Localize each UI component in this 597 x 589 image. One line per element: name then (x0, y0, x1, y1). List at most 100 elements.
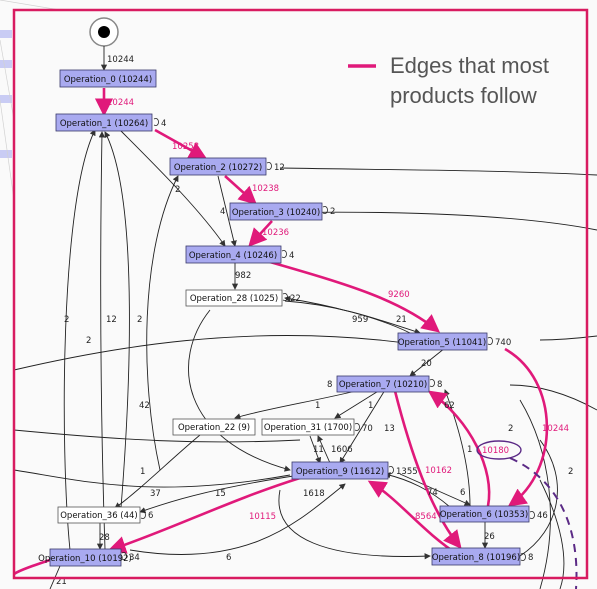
edge-long-right-1 (279, 167, 597, 176)
self-loops (121, 118, 535, 561)
edge-left-long-3 (13, 469, 291, 488)
node-label: Operation_2 (10272) (174, 163, 262, 173)
loop-label: 46 (537, 511, 548, 521)
node-label: Operation_28 (1025) (190, 294, 278, 304)
edge-left-long-1 (13, 335, 421, 371)
edge-label: 10162 (425, 466, 452, 476)
background-thumbnail (0, 0, 61, 201)
edge-label: 12 (106, 315, 117, 325)
edges-highlighted (13, 88, 549, 576)
edge-long-right-3 (539, 335, 597, 341)
node-operation-2[interactable]: Operation_2 (10272) (169, 157, 267, 176)
node-label: Operation_4 (10246) (189, 251, 277, 261)
loop-label: 6 (148, 511, 153, 521)
edge-28-9 (188, 309, 291, 472)
hl-edge-6-7 (427, 390, 491, 507)
node-operation-4[interactable]: Operation_4 (10246) (185, 245, 282, 264)
loop-label: 22 (290, 294, 301, 304)
legend: Edges that most products follow (348, 53, 549, 108)
edge-label: 8 (327, 380, 332, 390)
node-operation-8[interactable]: Operation_8 (10196) (431, 547, 521, 566)
node-label: Operation_36 (44) (60, 511, 138, 521)
node-label: Operation_5 (11041) (398, 338, 486, 348)
edge-label: 13 (384, 424, 395, 434)
edge-7-9-a (339, 389, 386, 464)
edge-label: 1 (140, 467, 145, 477)
node-operation-31[interactable]: Operation_31 (1700) (261, 418, 355, 436)
node-label: Operation_8 (10196) (432, 553, 520, 563)
edge-label: 20 (421, 359, 432, 369)
edge-9-6 (399, 473, 471, 506)
node-operation-22[interactable]: Operation_22 (9) (172, 418, 256, 436)
node-operation-3[interactable]: Operation_3 (10240) (229, 202, 323, 221)
node-operation-6[interactable]: Operation_6 (10353) (439, 505, 530, 523)
highlight-frame (12, 8, 589, 580)
node-label: Operation_31 (1700) (264, 423, 352, 433)
edge-7-31 (334, 389, 381, 419)
edge-label: 2 (64, 315, 69, 325)
edge-label: 10244 (107, 98, 134, 108)
node-operation-10[interactable]: Operation_10 (10192) (38, 548, 132, 567)
edge-back-2 (146, 175, 179, 471)
edge-label: 982 (235, 271, 251, 281)
edge-label: 1 (368, 401, 373, 411)
edge-back-1-a (63, 129, 96, 551)
node-label: Operation_9 (11612) (296, 467, 384, 477)
node-label: Operation_0 (10244) (64, 75, 152, 85)
node-operation-28[interactable]: Operation_28 (1025) (185, 289, 283, 307)
edge-label: 959 (352, 315, 368, 325)
legend-line-1: Edges that most (390, 53, 549, 78)
edge-bottom-curve (278, 489, 431, 560)
edge-5-7 (409, 347, 446, 377)
node-operation-9[interactable]: Operation_9 (11612) (291, 461, 389, 480)
edge-label: 74 (427, 488, 438, 498)
node-operation-36[interactable]: Operation_36 (44) (57, 506, 141, 524)
hl-edge-4-5 (269, 260, 441, 333)
edge-22-36 (114, 434, 201, 509)
edge-label: 1 (315, 401, 320, 411)
node-operation-0[interactable]: Operation_0 (10244) (59, 69, 157, 88)
edge-8-loop (519, 439, 558, 557)
edge-back-1-b (98, 131, 106, 550)
hl-edge-1-2 (154, 128, 208, 160)
loop-label: 8 (437, 380, 442, 390)
edge-label: 26 (484, 532, 495, 542)
edge-label: 6 (226, 553, 231, 563)
hl-edge-2-3 (224, 175, 257, 205)
hl-edge-7-8 (393, 390, 462, 550)
circled-edge-label: 10180 (482, 446, 509, 456)
edge-label: 10115 (249, 512, 276, 522)
edge-label: 4 (220, 207, 225, 217)
node-operation-1[interactable]: Operation_1 (10264) (55, 113, 153, 132)
node-label: Operation_22 (9) (178, 423, 250, 433)
edge-6-9 (384, 472, 451, 508)
node-label: Operation_6 (10353) (440, 510, 528, 520)
edge-1-4 (119, 129, 226, 247)
loop-label: 4 (161, 119, 166, 129)
edge-label: 11 (313, 445, 324, 455)
edge-9-31 (317, 435, 331, 464)
edge-label: 21 (396, 315, 407, 325)
edge-label: 21 (56, 577, 67, 587)
nodes: Operation_0 (10244) Operation_1 (10264) … (38, 69, 530, 567)
node-label: Operation_3 (10240) (232, 208, 320, 218)
edge-10-9 (129, 483, 346, 555)
edge-label: 1606 (331, 445, 353, 455)
edge-31-9 (309, 435, 322, 464)
edge-label: 2 (86, 336, 91, 346)
edges-regular (13, 46, 597, 589)
node-label: Operation_10 (10192) (38, 554, 132, 564)
edge-label: 2 (175, 185, 180, 195)
node-operation-7[interactable]: Operation_7 (10210) (336, 375, 430, 393)
loop-label: 8 (528, 553, 533, 563)
edge-label: 62 (444, 401, 455, 411)
edge-label: 2 (137, 315, 142, 325)
edge-label: 10236 (262, 228, 289, 238)
hl-edge-3-4 (248, 220, 273, 247)
node-operation-5[interactable]: Operation_5 (11041) (397, 332, 488, 351)
edge-label: 6 (460, 488, 465, 498)
start-node (89, 17, 119, 47)
edge-label: 15 (215, 489, 226, 499)
edge-7-22 (234, 389, 361, 420)
